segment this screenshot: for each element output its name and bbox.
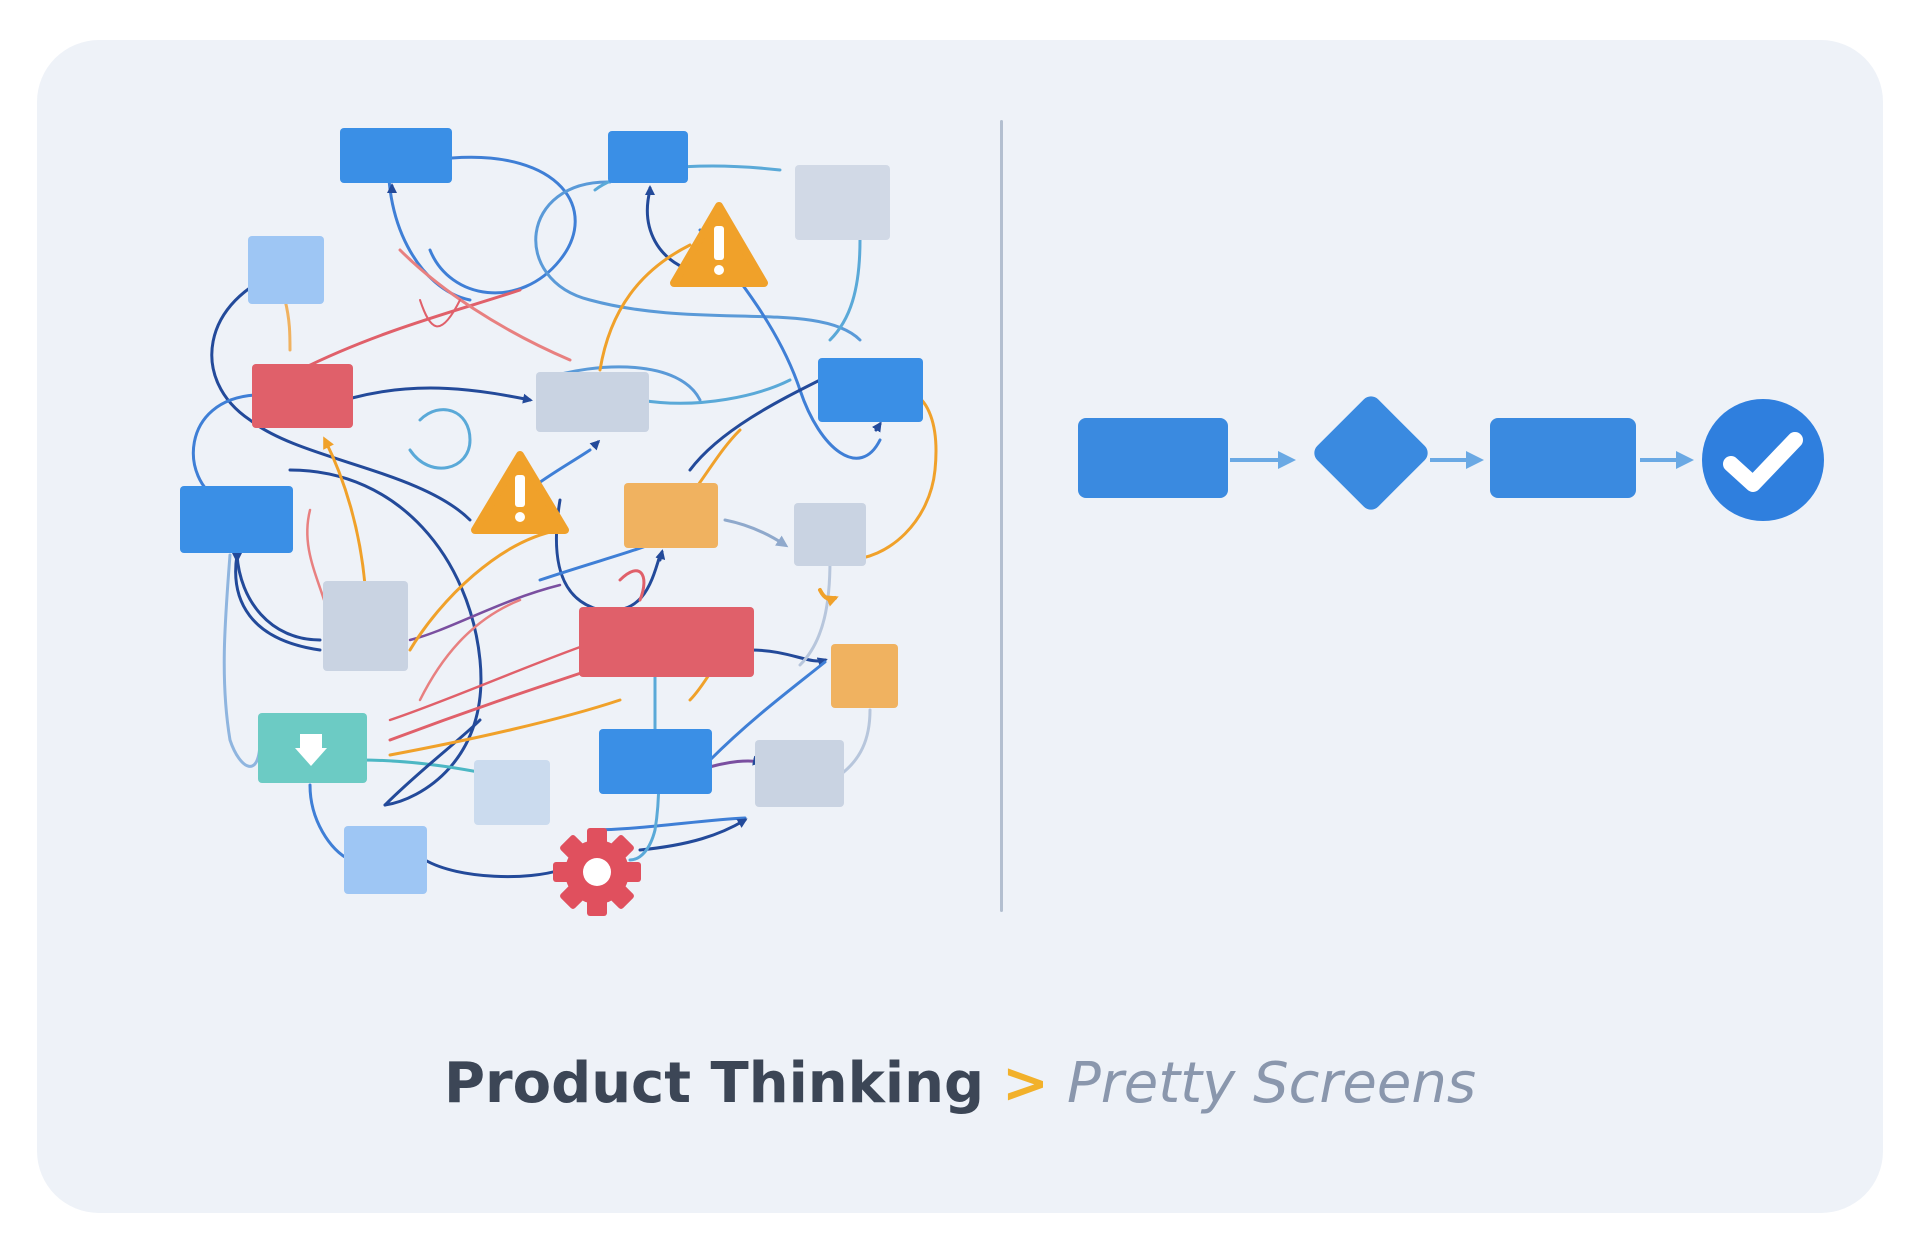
warning-icon — [670, 202, 768, 287]
chaos-block — [795, 165, 890, 240]
chaos-block — [831, 644, 898, 708]
warning-icon — [471, 451, 569, 534]
caption-lead: Product Thinking — [443, 1051, 985, 1116]
chaos-block — [624, 483, 718, 548]
decision-diamond — [1314, 396, 1428, 510]
check-circle-icon — [1702, 399, 1824, 521]
chaos-block — [180, 486, 293, 553]
chaos-block — [579, 607, 754, 677]
chaos-block — [474, 760, 550, 825]
chaos-block — [599, 729, 712, 794]
download-icon — [295, 734, 327, 766]
chaos-block — [755, 740, 844, 807]
chaos-block — [818, 358, 923, 422]
caption-separator: > — [1002, 1051, 1049, 1116]
chaos-block — [323, 581, 408, 671]
divider — [1000, 120, 1003, 912]
caption-tail: Pretty Screens — [1066, 1051, 1477, 1116]
chaos-blocks — [180, 128, 923, 894]
organized-flow — [1078, 396, 1824, 521]
chaos-block — [252, 364, 353, 428]
process-step — [1490, 418, 1636, 498]
process-step — [1078, 418, 1228, 498]
chaos-block — [536, 372, 649, 432]
chaos-block — [248, 236, 324, 304]
chaos-block — [608, 131, 688, 183]
chaos-block — [794, 503, 866, 566]
caption: Product Thinking > Pretty Screens — [0, 1044, 1920, 1124]
gear-icon — [553, 828, 641, 916]
chaos-block — [344, 826, 427, 894]
chaos-block — [340, 128, 452, 183]
